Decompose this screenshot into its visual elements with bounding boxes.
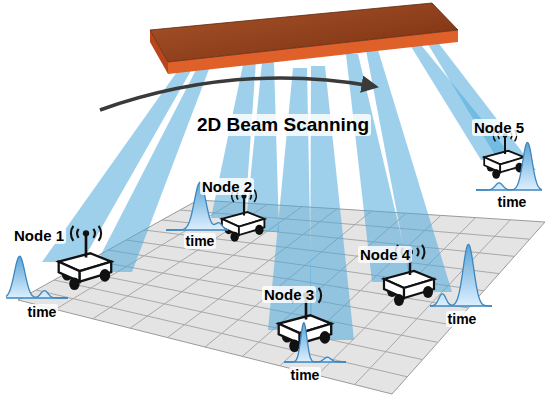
axis-label-box: time: [446, 310, 479, 328]
antenna-panel: [150, 3, 458, 74]
time-waveform: [430, 244, 492, 306]
axis-label: time: [446, 311, 479, 327]
robot-icon: [484, 130, 524, 179]
axis-label: time: [184, 233, 217, 249]
robot-node: Node 4: [358, 246, 412, 264]
time-waveform: [476, 142, 542, 190]
axis-label-box: time: [496, 193, 529, 211]
robot-node: Node 2: [200, 178, 254, 196]
scan-beam: [310, 66, 354, 340]
robot-node: Node 5: [472, 119, 526, 137]
diagram-title-label-box: 2D Beam Scanning: [195, 114, 371, 136]
axis-label-box: time: [289, 366, 322, 384]
axis-label: time: [289, 367, 322, 383]
node-label: Node 5: [472, 119, 526, 136]
node-label: Node 4: [358, 246, 412, 263]
robot-node: Node 1: [12, 227, 66, 245]
robot-icon: [59, 226, 111, 290]
diagram-title-label: 2D Beam Scanning: [195, 114, 371, 136]
node-label: Node 3: [262, 286, 316, 303]
panel-top: [150, 3, 458, 62]
scan-arrow: [100, 78, 372, 110]
scan-beam: [245, 62, 279, 232]
axis-label: time: [26, 304, 59, 320]
time-waveform: [6, 256, 68, 298]
scan-beam: [423, 36, 536, 170]
robot-icon: [222, 190, 265, 242]
time-waveform: [284, 323, 346, 362]
robot-node: Node 3: [262, 286, 316, 304]
axis-label: time: [496, 194, 529, 210]
node-label: Node 1: [12, 227, 66, 244]
axis-label-box: time: [26, 303, 59, 321]
axis-label-box: time: [184, 232, 217, 250]
beams: [42, 36, 536, 340]
node-label: Node 2: [200, 178, 254, 195]
